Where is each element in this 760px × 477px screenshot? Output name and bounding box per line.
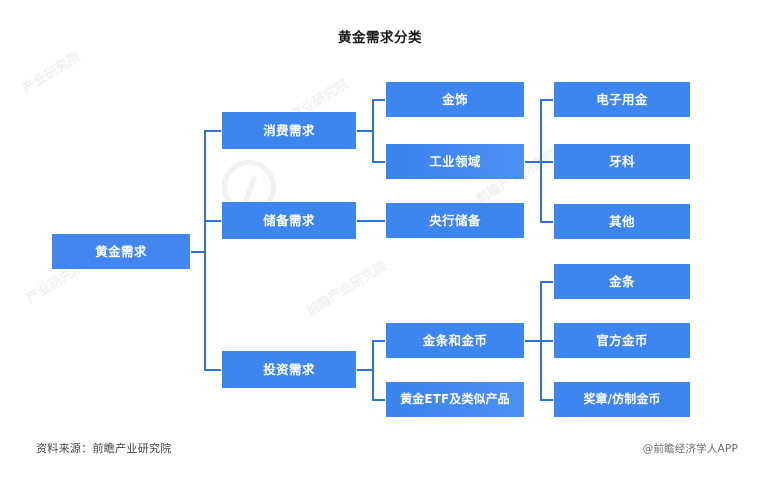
node-official-coins[interactable]: 官方金币 — [554, 323, 690, 358]
node-label: 奖章/仿制金币 — [583, 391, 661, 406]
node-label: 黄金需求 — [95, 243, 147, 259]
connector-to-industrial — [372, 161, 386, 163]
connector-to-consumer — [204, 130, 222, 132]
connector-to-electronics — [540, 99, 554, 101]
node-label: 金条 — [609, 273, 635, 289]
connector-to-dental — [540, 161, 554, 163]
connector-root-trunk — [204, 131, 206, 371]
node-label: 电子用金 — [596, 91, 648, 107]
node-jewelry[interactable]: 金饰 — [386, 82, 524, 117]
node-label: 其他 — [609, 213, 635, 229]
connector-to-reserve — [204, 220, 222, 222]
node-label: 工业领域 — [429, 153, 481, 169]
node-label: 牙科 — [609, 153, 635, 169]
page-title: 黄金需求分类 — [338, 30, 422, 46]
watermark-text: 前瞻产业研究院 — [304, 258, 390, 320]
node-reserve-demand[interactable]: 储备需求 — [222, 202, 356, 239]
node-gold-demand[interactable]: 黄金需求 — [52, 234, 190, 269]
connector-consumer-trunk — [372, 100, 374, 162]
connector-to-officialcoins — [540, 340, 554, 342]
node-other[interactable]: 其他 — [554, 204, 690, 239]
connector-to-centralbank — [356, 220, 386, 222]
node-label: 官方金币 — [596, 332, 648, 348]
connector-to-medals — [540, 399, 554, 401]
connector-to-other — [540, 221, 554, 223]
node-dental[interactable]: 牙科 — [554, 144, 690, 179]
node-label: 储备需求 — [263, 212, 315, 228]
node-label: 黄金ETF及类似产品 — [400, 391, 510, 406]
node-label: 投资需求 — [263, 361, 315, 377]
connector-consumer-stub — [356, 130, 374, 132]
node-consumer-demand[interactable]: 消费需求 — [222, 112, 356, 149]
node-medals-replica-coins[interactable]: 奖章/仿制金币 — [554, 382, 690, 417]
connector-industrial-stub — [524, 161, 542, 163]
node-bars-and-coins[interactable]: 金条和金币 — [386, 323, 524, 358]
connector-to-jewelry — [372, 99, 386, 101]
connector-root-stub — [190, 251, 206, 253]
connector-to-barscoins — [372, 340, 386, 342]
connector-to-bars — [540, 281, 554, 283]
node-electronics-gold[interactable]: 电子用金 — [554, 82, 690, 117]
node-label: 央行储备 — [429, 212, 481, 228]
watermark-text: 产业研究院 — [20, 49, 84, 97]
connector-to-etf — [372, 399, 386, 401]
node-industrial[interactable]: 工业领域 — [386, 144, 524, 179]
node-gold-etf[interactable]: 黄金ETF及类似产品 — [386, 382, 524, 417]
node-central-bank-reserve[interactable]: 央行储备 — [386, 203, 524, 238]
connector-investment-trunk — [372, 341, 374, 401]
node-label: 金条和金币 — [422, 332, 488, 348]
connector-investment-stub — [356, 369, 374, 371]
source-note: 资料来源：前瞻产业研究院 — [36, 442, 172, 455]
connector-to-investment — [204, 369, 222, 371]
node-label: 消费需求 — [263, 122, 315, 138]
connector-barscoins-stub — [524, 340, 542, 342]
app-attribution: @前瞻经济学人APP — [642, 443, 738, 455]
node-gold-bars[interactable]: 金条 — [554, 264, 690, 299]
node-investment-demand[interactable]: 投资需求 — [222, 351, 356, 388]
node-label: 金饰 — [442, 91, 468, 107]
